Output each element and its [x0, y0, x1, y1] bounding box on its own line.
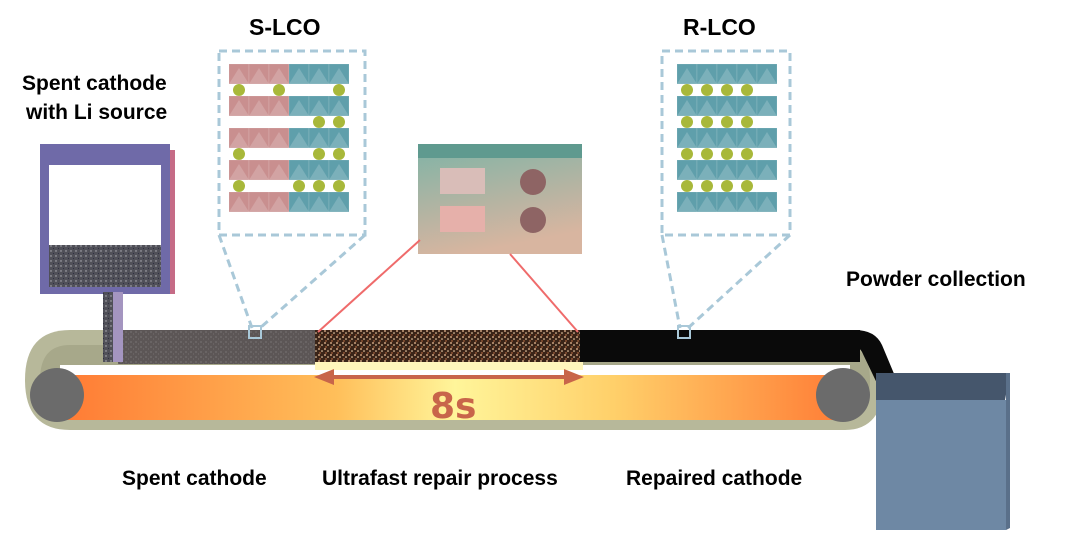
li-atom — [233, 180, 245, 192]
label-powder-collection: Powder collection — [846, 268, 1026, 291]
label-repaired-cathode: Repaired cathode — [626, 467, 803, 490]
label-ultrafast-repair: Ultrafast repair process — [322, 467, 558, 490]
label-s-lco: S-LCO — [249, 14, 321, 40]
duration-label: 8s — [430, 386, 477, 427]
li-atom — [741, 148, 753, 160]
li-atom — [741, 84, 753, 96]
r-lco-structure — [676, 63, 778, 213]
left-roller — [30, 368, 84, 422]
li-atom — [721, 148, 733, 160]
li-atom — [721, 180, 733, 192]
li-atom — [333, 148, 345, 160]
li-atom — [233, 84, 245, 96]
label-spent-with-li-line1: Spent cathode — [22, 72, 167, 95]
r-lco-callout — [660, 49, 792, 339]
li-atom — [293, 180, 305, 192]
label-r-lco: R-LCO — [683, 14, 756, 40]
label-spent-cathode: Spent cathode — [122, 467, 267, 490]
li-atom — [681, 180, 693, 192]
li-atom — [313, 180, 325, 192]
right-roller — [816, 368, 870, 422]
controller-box — [418, 144, 582, 254]
li-atom — [681, 116, 693, 128]
li-atom — [701, 84, 713, 96]
li-atom — [313, 116, 325, 128]
knob-bottom — [520, 207, 546, 233]
li-atom — [333, 116, 345, 128]
li-atom — [701, 180, 713, 192]
collection-bin — [876, 373, 1010, 530]
li-atom — [313, 148, 325, 160]
li-atom — [333, 180, 345, 192]
repair-powder-layer — [315, 330, 583, 362]
li-atom — [721, 84, 733, 96]
li-atom — [701, 116, 713, 128]
li-atom — [741, 116, 753, 128]
li-atom — [681, 148, 693, 160]
s-lco-structure — [228, 63, 350, 213]
laser-line-right — [509, 253, 579, 333]
knob-top — [520, 169, 546, 195]
li-atom — [741, 180, 753, 192]
duration-arrow — [314, 369, 584, 385]
li-atom — [333, 84, 345, 96]
laser-line-left — [317, 239, 421, 333]
li-atom — [721, 116, 733, 128]
hopper — [40, 144, 175, 362]
li-atom — [701, 148, 713, 160]
heating-zone — [60, 372, 850, 420]
li-atom — [273, 84, 285, 96]
spent-powder-layer — [118, 330, 318, 364]
li-atom — [233, 148, 245, 160]
label-spent-with-li-line2: with Li source — [26, 101, 168, 124]
s-lco-callout — [217, 49, 367, 339]
li-atom — [681, 84, 693, 96]
